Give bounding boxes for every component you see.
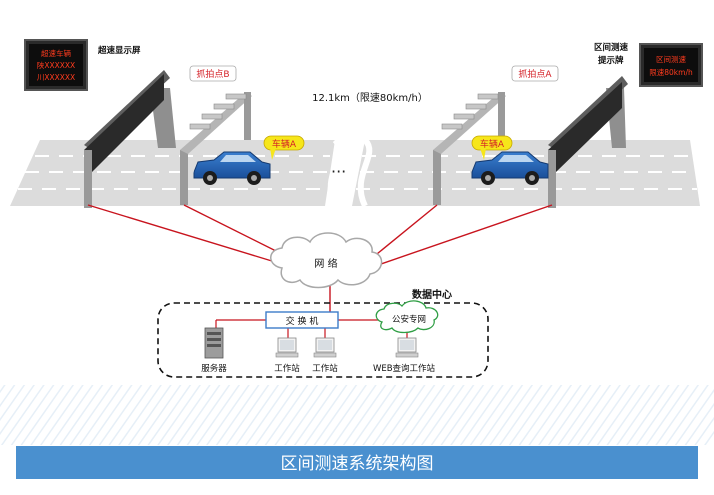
network-label: 网 络 [314, 257, 337, 270]
vehicle-a-label-right: 车辆A [480, 138, 505, 150]
police-net-cloud: 公安专网 [375, 300, 439, 334]
vehicle-a-label-left: 车辆A [272, 138, 297, 150]
notice-gantry [548, 76, 628, 208]
capture-point-b-tag: 抓拍点B [189, 65, 237, 82]
notice-display-board: 区间测速 限速80km/h [639, 43, 703, 87]
notice-line-1: 区间测速 [656, 55, 686, 64]
switch-label: 交 换 机 [286, 315, 319, 327]
capture-gantry-b [180, 92, 252, 205]
vehicle-tag-left: 车辆A [263, 135, 305, 160]
capture-point-a-label: 抓拍点A [518, 68, 552, 80]
overspeed-line-2: 陕XXXXXX [37, 60, 75, 70]
overspeed-board-label: 超速显示屏 [97, 45, 141, 56]
web-workstation-label: WEB查询工作站 [373, 363, 436, 374]
vehicle-tag-right: 车辆A [471, 135, 513, 160]
network-links [87, 204, 553, 312]
overspeed-display-board: 超速车辆 陕XXXXXX 川XXXXXX [24, 39, 88, 91]
network-cloud: 网 络 [270, 232, 383, 289]
data-center-label: 数据中心 [412, 288, 452, 301]
notice-board-label-2: 提示牌 [598, 55, 624, 66]
switch-node: 交 换 机 [265, 311, 339, 329]
distance-label: 12.1km（限速80km/h） [312, 92, 428, 104]
car-right [471, 151, 549, 185]
footer-title: 区间测速系统架构图 [281, 454, 434, 474]
server-label: 服务器 [201, 363, 227, 374]
web-workstation-icon [395, 337, 419, 358]
background-pattern [0, 385, 714, 445]
capture-point-b-label: 抓拍点B [196, 68, 229, 80]
workstation-icon-2 [313, 337, 337, 358]
police-net-label: 公安专网 [392, 314, 426, 325]
server-icon [204, 327, 224, 359]
svg-text:···: ··· [331, 162, 346, 181]
overspeed-gantry [84, 70, 176, 208]
overspeed-line-3: 川XXXXXX [37, 73, 75, 82]
workstation-label-2: 工作站 [312, 363, 338, 374]
workstation-label-1: 工作站 [274, 363, 300, 374]
overspeed-line-1: 超速车辆 [41, 48, 71, 58]
workstation-icon-1 [275, 337, 299, 358]
notice-line-2: 限速80km/h [649, 68, 693, 77]
notice-board-label-1: 区间测速 [594, 42, 629, 53]
capture-point-a-tag: 抓拍点A [511, 65, 559, 82]
capture-gantry-a [433, 92, 506, 205]
footer-bar [16, 446, 698, 479]
data-center-box [157, 302, 489, 378]
car-left [193, 151, 271, 185]
